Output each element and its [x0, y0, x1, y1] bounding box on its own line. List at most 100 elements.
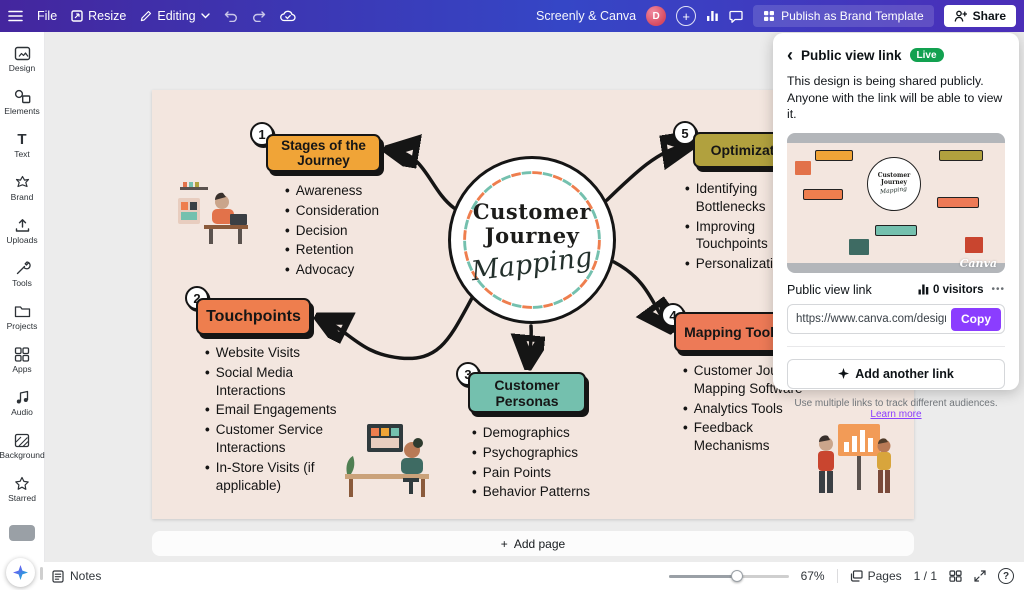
zoom-slider-handle[interactable] — [731, 570, 743, 582]
grid-view-button[interactable] — [949, 570, 962, 582]
redo-button[interactable] — [252, 10, 266, 22]
sidebar-item-elements[interactable]: Elements — [0, 81, 45, 124]
illustration-people-chart-right[interactable] — [808, 418, 894, 502]
bullet-text: Awareness — [296, 182, 363, 200]
node-3-bullets[interactable]: Demographics Psychographics Pain Points … — [472, 424, 607, 503]
bullet-text: Behavior Patterns — [483, 483, 590, 501]
document-title[interactable]: Screenly & Canva — [536, 9, 636, 23]
mini-node-3 — [875, 225, 917, 236]
learn-more-link[interactable]: Learn more — [870, 409, 921, 420]
sidebar-item-tools[interactable]: Tools — [0, 253, 45, 296]
bullet-text: Retention — [296, 241, 354, 259]
expand-icon — [974, 570, 986, 582]
sidebar-label: Tools — [12, 278, 32, 288]
magic-assistant-button[interactable] — [6, 558, 35, 587]
sidebar-item-projects[interactable]: Projects — [0, 296, 45, 339]
resize-button[interactable]: Resize — [71, 9, 126, 23]
grid-view-icon — [949, 570, 962, 582]
node-customer-personas[interactable]: Customer Personas — [468, 372, 586, 413]
sidebar-item-design[interactable]: Design — [0, 38, 45, 81]
bullet-text: Feedback Mechanisms — [694, 419, 825, 455]
share-label: Share — [973, 9, 1006, 23]
sidebar-label: Background — [0, 450, 45, 460]
help-button[interactable]: ? — [998, 568, 1014, 584]
divider — [787, 346, 1005, 347]
sidebar-item-brand[interactable]: Brand — [0, 167, 45, 210]
mini-illustration — [795, 161, 811, 175]
folder-icon — [14, 304, 31, 319]
sidebar-item-starred[interactable]: Starred — [0, 468, 45, 511]
add-another-link-button[interactable]: Add another link — [787, 359, 1005, 389]
plus-icon: + — [682, 10, 690, 23]
visitors-stat[interactable]: 0 visitors — [918, 284, 984, 296]
center-node-customer-journey[interactable]: Customer Journey Mapping — [448, 156, 616, 324]
notes-icon — [52, 570, 64, 583]
link-label: Public view link — [787, 283, 872, 297]
back-chevron-icon[interactable]: ‹ — [787, 46, 793, 64]
panel-title: Public view link — [801, 48, 902, 63]
node-touchpoints[interactable]: Touchpoints — [196, 298, 311, 335]
undo-button[interactable] — [224, 10, 238, 22]
node-stages-of-the-journey[interactable]: Stages of the Journey — [266, 134, 381, 172]
music-note-icon — [15, 390, 30, 405]
design-thumbnail[interactable]: Customer Journey Mapping Canva — [787, 133, 1005, 273]
tools-icon — [14, 261, 31, 276]
publish-brand-template-button[interactable]: Publish as Brand Template — [753, 5, 934, 27]
public-link-url: https://www.canva.com/design/DAGIlLELGXg… — [796, 313, 946, 325]
sidebar-item-audio[interactable]: Audio — [0, 382, 45, 425]
insights-button[interactable] — [706, 10, 719, 22]
comment-bubble-icon — [729, 10, 743, 23]
file-menu[interactable]: File — [37, 9, 57, 23]
undo-icon — [224, 10, 238, 22]
pages-button[interactable]: Pages — [850, 569, 902, 583]
sidebar-item-uploads[interactable]: Uploads — [0, 210, 45, 253]
mini-node-4 — [937, 197, 979, 208]
sidebar-label: Uploads — [6, 235, 37, 245]
bullet-text: Email Engagements — [216, 401, 337, 419]
sidebar-item-background[interactable]: Background — [0, 425, 45, 468]
sidebar-item-text[interactable]: T Text — [0, 124, 45, 167]
design-icon — [14, 46, 31, 61]
avatar[interactable]: D — [646, 6, 666, 26]
invite-member-button[interactable]: + — [676, 6, 696, 26]
sidebar-label: Text — [14, 149, 30, 159]
more-options-icon[interactable]: ••• — [991, 284, 1005, 295]
elements-icon — [14, 89, 31, 104]
chevron-down-icon — [201, 13, 210, 19]
share-button[interactable]: Share — [944, 5, 1016, 27]
add-page-button[interactable]: + Add page — [152, 531, 914, 556]
editing-mode-dropdown[interactable]: Editing — [140, 9, 209, 23]
illustration-person-desk-center[interactable] — [337, 420, 437, 502]
zoom-level[interactable]: 67% — [801, 569, 825, 583]
share-person-icon — [954, 10, 967, 22]
bottom-bar: Notes 67% Pages 1 / 1 ? — [0, 562, 1024, 590]
sidebar-label: Elements — [4, 106, 39, 116]
copy-link-button[interactable]: Copy — [951, 308, 1001, 331]
bullet-text: Consideration — [296, 202, 379, 220]
cloud-save-status[interactable] — [280, 10, 296, 22]
magic-sparkle-icon — [13, 565, 28, 580]
bullet-text: Psychographics — [483, 444, 578, 462]
sidebar-label: Starred — [8, 493, 36, 503]
toolbar-drag-handle[interactable] — [40, 567, 43, 580]
pages-label: Pages — [868, 569, 902, 583]
thumbnail-design-area: Customer Journey Mapping — [787, 143, 1005, 263]
notes-button[interactable]: Notes — [52, 569, 101, 583]
bullet-text: Customer Service Interactions — [216, 421, 347, 457]
mini-node-5 — [939, 150, 983, 161]
bar-chart-icon — [706, 10, 719, 22]
public-link-field[interactable]: https://www.canva.com/design/DAGIlLELGXg… — [787, 304, 1005, 334]
comments-button[interactable] — [729, 10, 743, 23]
illustration-person-desk-left[interactable] — [176, 182, 252, 251]
node-1-bullets[interactable]: Awareness Consideration Decision Retenti… — [285, 182, 403, 281]
mini-center-node: Customer Journey Mapping — [867, 157, 921, 211]
node-2-bullets[interactable]: Website Visits Social Media Interactions… — [205, 344, 347, 497]
sidebar-label: Design — [9, 63, 35, 73]
menu-button[interactable] — [8, 10, 23, 22]
sidebar-thumbnail[interactable] — [9, 525, 35, 541]
zoom-slider[interactable] — [669, 569, 789, 583]
redo-icon — [252, 10, 266, 22]
fullscreen-button[interactable] — [974, 570, 986, 582]
plus-icon: + — [501, 537, 508, 551]
sidebar-item-apps[interactable]: Apps — [0, 339, 45, 382]
